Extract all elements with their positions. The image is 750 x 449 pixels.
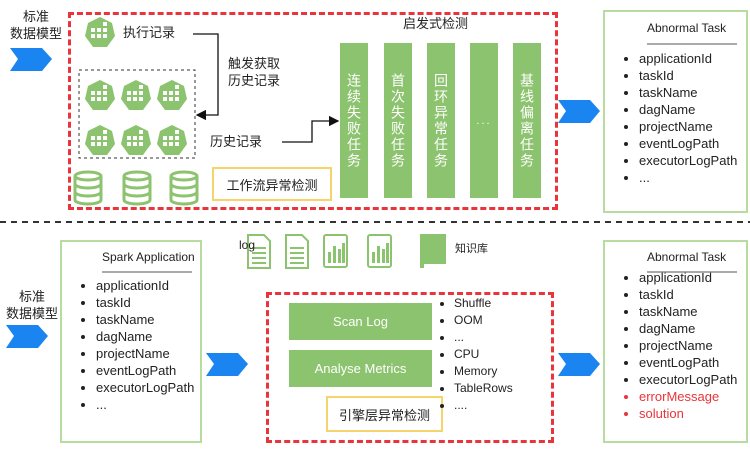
arrow-chevron-icon [558,353,600,376]
list-item: taskId [639,286,737,303]
arrow-chevron-icon [206,353,248,376]
arrow-chevron-icon [6,325,48,348]
list-item: projectName [96,345,194,362]
column-loop-anomaly: 回环异常任务 [427,43,455,198]
arrow-chevron-icon [10,48,52,71]
list-item: taskId [639,67,737,84]
list-item: applicationId [96,277,194,294]
column-consecutive-fail: 连续失败任务 [340,43,368,198]
list-item: applicationId [639,269,737,286]
list-item: taskName [96,311,194,328]
box-title: Abnormal Task [647,250,727,264]
list-item: TableRows [454,380,513,397]
exec-record-label: 执行记录 [123,25,176,40]
list-item: ... [96,396,194,413]
log-file-icon [247,234,392,269]
input-label: 标准 数据模型 [9,9,62,41]
column-more: ... [470,43,498,198]
trigger-label: 触发获取 历史记录 [228,56,281,88]
list-item: ... [639,169,737,186]
list-item: Shuffle [454,295,491,312]
knowledge-base-label: 知识库 [455,243,488,255]
list-item-solution: solution [639,405,737,422]
log-label: log [239,238,256,252]
box-title: Spark Application [102,250,195,264]
list-item: projectName [639,337,737,354]
abnormal-task-box-top: Abnormal Task applicationId taskId taskN… [603,10,748,213]
column-baseline-deviation: 基线偏离任务 [513,43,541,198]
metric-list: CPU Memory TableRows .... [440,346,513,414]
list-item: eventLogPath [96,362,194,379]
field-list: applicationId taskId taskName dagName pr… [76,277,194,413]
abnormal-task-box-bottom: Abnormal Task applicationId taskId taskN… [603,240,748,443]
heuristic-title: 启发式检测 [403,16,469,31]
list-item: .... [454,397,513,414]
field-list: applicationId taskId taskName dagName pr… [619,269,737,422]
list-item: applicationId [639,50,737,67]
arrow-chevron-icon [558,100,600,123]
box-title: Abnormal Task [647,21,727,35]
spark-application-box: Spark Application applicationId taskId t… [60,240,202,443]
list-item: dagName [639,320,737,337]
list-item: eventLogPath [639,354,737,371]
field-list: applicationId taskId taskName dagName pr… [619,50,737,186]
list-item: executorLogPath [639,371,737,388]
list-item: Memory [454,363,513,380]
list-item: dagName [96,328,194,345]
list-item: OOM [454,312,491,329]
list-item: eventLogPath [639,135,737,152]
list-item: taskName [639,84,737,101]
input-label: 标准 数据模型 [5,289,58,321]
list-item: taskName [639,303,737,320]
list-item-error-message: errorMessage [639,388,737,405]
list-item: CPU [454,346,513,363]
book-icon [420,234,446,268]
workflow-detection-label: 工作流异常检测 [212,167,332,201]
list-item: executorLogPath [96,379,194,396]
list-item: ... [454,329,491,346]
list-item: dagName [639,101,737,118]
log-issue-list: Shuffle OOM ... [440,295,491,346]
engine-detection-label: 引擎层异常检测 [326,396,443,432]
column-first-fail: 首次失败任务 [384,43,412,198]
list-item: executorLogPath [639,152,737,169]
metrics-chart-icon [328,234,446,268]
list-item: taskId [96,294,194,311]
engine-detection-area [266,292,554,443]
list-item: projectName [639,118,737,135]
analyse-metrics-block: Analyse Metrics [289,350,432,387]
history-record-label: 历史记录 [210,134,263,149]
workflow-detection-area [68,12,558,210]
scan-log-block: Scan Log [289,303,432,340]
